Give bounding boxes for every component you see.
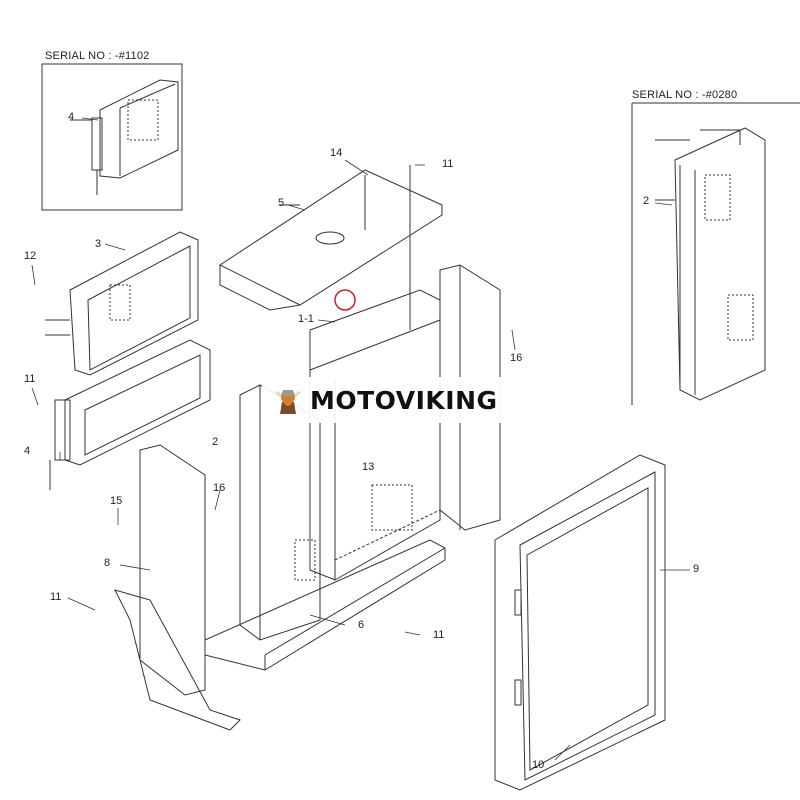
inset-box-1102 <box>41 63 183 211</box>
callout-10: 10 <box>532 759 545 771</box>
callout-14: 14 <box>330 147 343 159</box>
serial-label-1102: SERIAL NO : -#1102 <box>45 50 150 62</box>
callout-11: 11 <box>433 629 445 641</box>
callout-3: 3 <box>95 238 102 250</box>
side-plate <box>239 384 321 641</box>
viking-logo-icon <box>275 390 301 414</box>
watermark-text: MOTOVIKING <box>310 385 498 415</box>
callout-15: 15 <box>110 495 123 507</box>
lower-frame <box>204 539 446 671</box>
callout-11: 11 <box>24 373 36 385</box>
inset-box-0280 <box>631 102 800 405</box>
callout-16: 16 <box>510 352 523 364</box>
radiator-core <box>309 289 441 581</box>
callout-16: 16 <box>213 482 226 494</box>
bracket <box>114 444 241 731</box>
callout-1-1: 1-1 <box>298 313 314 325</box>
callout-11: 11 <box>442 158 454 170</box>
serial-label-0280: SERIAL NO : -#0280 <box>632 89 738 101</box>
callout-8: 8 <box>104 557 111 569</box>
callout-12: 12 <box>24 250 37 262</box>
callout-4: 4 <box>68 111 75 123</box>
motoviking-watermark: MOTOVIKING <box>262 377 536 423</box>
callout-4: 4 <box>24 445 31 457</box>
callout-5: 5 <box>278 197 285 209</box>
fuel-cooler <box>49 339 211 490</box>
callout-2: 2 <box>212 436 219 448</box>
oil-cooler <box>45 231 199 376</box>
upper-cover <box>218 165 443 330</box>
callout-9: 9 <box>693 563 700 575</box>
callout-6: 6 <box>358 619 365 631</box>
callout-2: 2 <box>643 195 650 207</box>
access-door <box>494 454 666 791</box>
callout-13: 13 <box>362 461 375 473</box>
leader-lines <box>31 117 690 761</box>
callout-11: 11 <box>50 591 62 603</box>
